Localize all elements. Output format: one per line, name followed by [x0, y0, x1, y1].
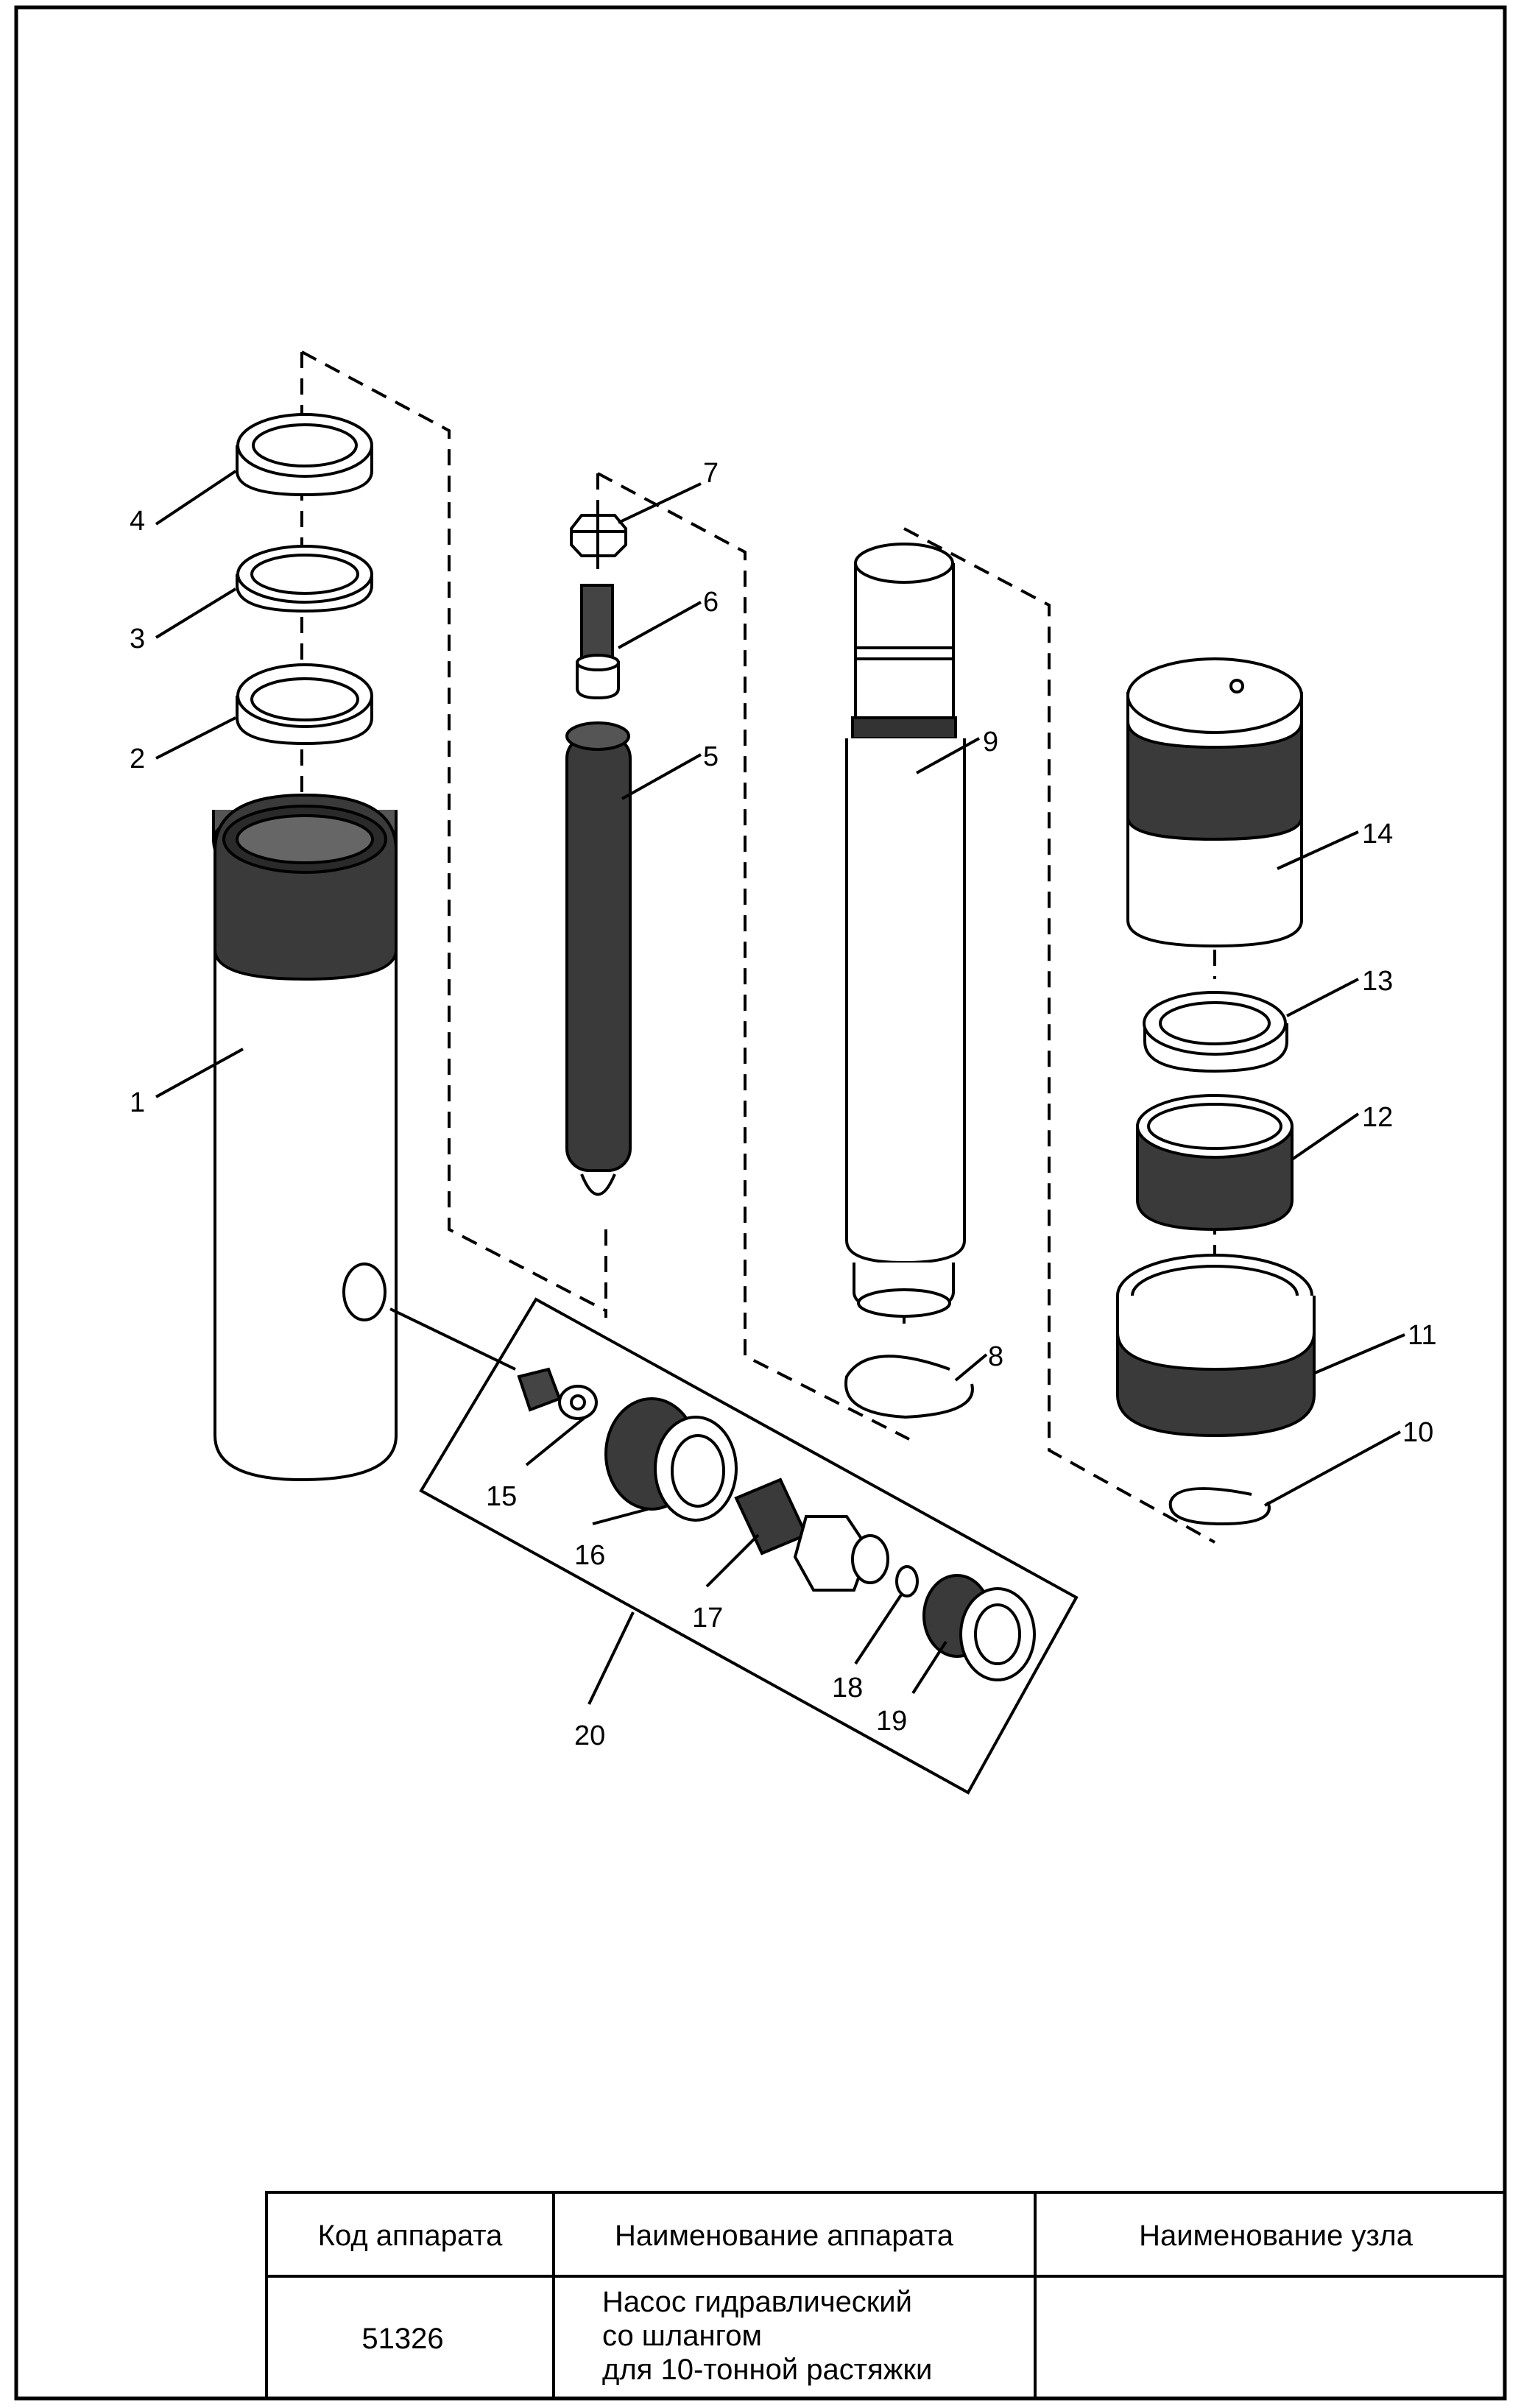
callout-14: 14: [1362, 819, 1393, 850]
callout-4: 4: [130, 506, 145, 537]
callout-5: 5: [703, 741, 719, 772]
part-18-washer: [895, 1565, 919, 1597]
part-16-knurled-nut: [604, 1397, 738, 1522]
callout-15: 15: [486, 1481, 517, 1512]
callout-20: 20: [574, 1720, 605, 1751]
assembly-guide-lines: [300, 350, 1216, 1544]
callout-17: 17: [692, 1603, 723, 1634]
callout-18: 18: [832, 1673, 863, 1703]
callout-3: 3: [130, 624, 145, 654]
part-11-knurled-nut: [1116, 1254, 1316, 1438]
hose-guide-line: [389, 1307, 516, 1371]
header-unit-name: Наименование узла: [1139, 2220, 1414, 2252]
part-10-snap-ring: [1168, 1487, 1271, 1526]
cell-device-name-line-1: Насос гидравлический: [602, 2286, 912, 2318]
cell-code: 51326: [361, 2323, 443, 2355]
header-code: Код аппарата: [318, 2220, 503, 2252]
part-2-seal: [236, 663, 373, 746]
callout-9: 9: [983, 727, 998, 758]
part-19-plug: [922, 1574, 1036, 1681]
callout-19: 19: [876, 1706, 907, 1737]
part-9-piston: [845, 543, 966, 1318]
part-1-cylinder-body: [212, 793, 398, 1482]
callout-6: 6: [703, 587, 719, 618]
callout-2: 2: [130, 744, 145, 774]
callout-12: 12: [1362, 1102, 1393, 1133]
part-7-nut: [570, 514, 627, 557]
part-4-ring: [236, 413, 373, 497]
header-device-name: Наименование аппарата: [615, 2220, 954, 2252]
title-block: [265, 2191, 1506, 2400]
part-3-washer: [236, 545, 373, 613]
cell-device-name-line-2: со шлангом: [602, 2320, 762, 2352]
part-14-cap: [1126, 657, 1303, 948]
part-5-spring: [565, 721, 632, 1196]
callout-7: 7: [703, 458, 719, 489]
part-15-screw: [517, 1367, 598, 1420]
callout-16: 16: [574, 1540, 605, 1571]
part-8-retaining-ring: [844, 1355, 974, 1419]
callout-10: 10: [1402, 1417, 1433, 1448]
cell-device-name-line-3: для 10-тонной растяжки: [602, 2354, 932, 2386]
callout-13: 13: [1362, 966, 1393, 997]
callout-1: 1: [130, 1087, 145, 1118]
callout-8: 8: [988, 1341, 1003, 1372]
part-17-fitting: [734, 1477, 889, 1592]
part-13-ring: [1143, 991, 1288, 1073]
part-12-collar: [1136, 1094, 1294, 1232]
callout-11: 11: [1408, 1320, 1436, 1351]
part-6-screw: [576, 584, 620, 700]
leader-lines: [155, 470, 1405, 1705]
part-20-assembly-frame: [419, 1297, 1079, 1795]
